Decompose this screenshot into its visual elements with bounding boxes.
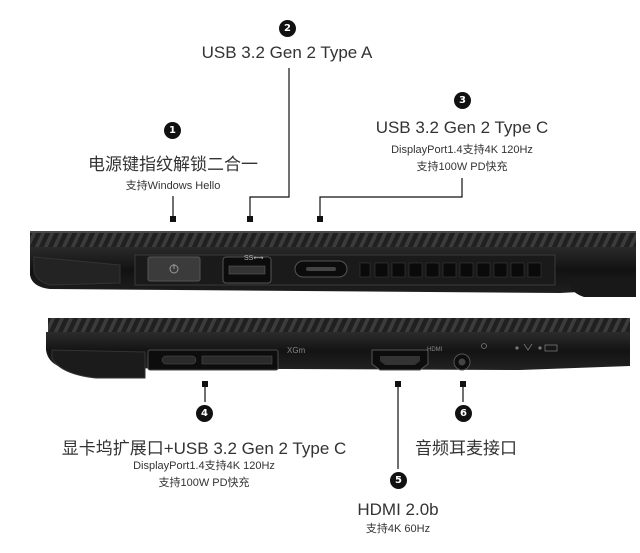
- callout-2-badge: 2: [279, 20, 296, 37]
- callout-1-badge: 1: [164, 122, 181, 139]
- callout-3-title: USB 3.2 Gen 2 Type C: [375, 118, 549, 137]
- leader-end-4: [202, 381, 208, 387]
- callout-3-badge: 3: [454, 92, 471, 109]
- leader-line-2: [249, 68, 290, 217]
- callout-3-sub-2: 支持100W PD快充: [416, 161, 508, 173]
- callout-5-badge: 5: [390, 472, 407, 489]
- lid-texture-2: [48, 318, 630, 332]
- callout-1-sub-1: 支持Windows Hello: [125, 180, 221, 192]
- callout-2-title: USB 3.2 Gen 2 Type A: [201, 43, 373, 62]
- lid-texture: [30, 231, 636, 247]
- side-vents: [359, 262, 542, 278]
- callout-1-title: 电源键指纹解锁二合一: [88, 155, 258, 174]
- xg-mobile-port-label: XGm: [287, 346, 306, 355]
- callout-6-badge: 6: [455, 405, 472, 422]
- laptop-right-side-view: [46, 318, 630, 379]
- callout-4-title: 显卡坞扩展口+USB 3.2 Gen 2 Type C: [61, 439, 347, 458]
- status-indicators: [481, 343, 558, 352]
- usb-a-port-label: SS⟷: [244, 255, 264, 262]
- leader-end-5: [395, 381, 401, 387]
- callout-5-title: HDMI 2.0b: [357, 500, 439, 519]
- leader-end-3: [317, 216, 323, 222]
- callout-3-sub-1: DisplayPort1.4支持4K 120Hz: [391, 144, 533, 156]
- callout-4-sub-2: 支持100W PD快充: [158, 477, 250, 489]
- leader-end-1: [170, 216, 176, 222]
- leader-end-2: [247, 216, 253, 222]
- laptop-left-side-view: [30, 231, 636, 297]
- callout-4-badge: 4: [196, 405, 213, 422]
- callout-4-sub-1: DisplayPort1.4支持4K 120Hz: [133, 460, 275, 472]
- hdmi-port-label: HDMI: [427, 347, 443, 353]
- callout-6-title: 音频耳麦接口: [415, 439, 517, 458]
- leader-end-6: [460, 381, 466, 387]
- callout-5-sub-1: 支持4K 60Hz: [365, 523, 431, 535]
- leader-line-3: [319, 178, 463, 217]
